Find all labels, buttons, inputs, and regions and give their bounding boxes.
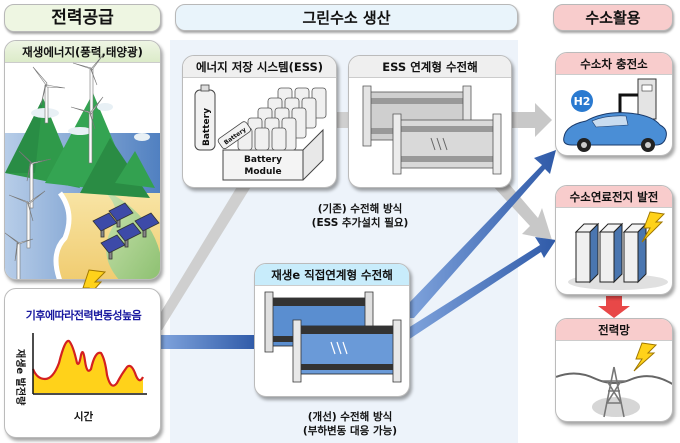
header-hydrogen-utilization: 수소활용 <box>553 4 673 31</box>
hydrogen-station-card: 수소차 충전소 H2 <box>555 52 673 156</box>
generation-line <box>31 339 144 387</box>
old-method-line-2: (ESS 추가설치 필요) <box>311 217 409 229</box>
gray-flow-supply-to-ess <box>150 185 252 330</box>
header-power-supply: 전력공급 <box>4 4 161 32</box>
blue-arrow-to-fuelcell <box>408 237 556 340</box>
gray-flow-ess-to-electrolysis <box>335 112 351 128</box>
battery-module-label: Battery <box>244 155 282 165</box>
battery-label: Battery <box>202 108 212 146</box>
red-arrow-fuelcell-to-grid <box>598 296 630 318</box>
ess-card: 에너지 저장 시스템(ESS) Battery Module Battery B… <box>182 55 337 188</box>
blue-arrow-to-station <box>408 150 556 318</box>
power-variability-card: 기후에따라전력변동성높음 재생e 발전량 시간 <box>4 288 161 438</box>
new-method-line-1: (개선) 수전해 방식 <box>307 411 393 423</box>
gray-arrow-to-station <box>510 103 552 137</box>
generation-fluctuation-chart <box>31 333 147 395</box>
battery-module-illustration: Battery Module Battery Battery <box>194 84 327 181</box>
lightning-bolt-icon <box>633 342 658 372</box>
renewable-energy-title: 재생에너지(풍력,태양광) <box>5 41 160 63</box>
direct-linked-electrolysis-title: 재생e 직접연계형 수전해 <box>255 264 409 286</box>
electrolyzer-stack-blue-icon <box>264 291 402 383</box>
svg-text:Module: Module <box>244 167 281 177</box>
gray-arrow-to-fuelcell <box>492 178 552 240</box>
direct-linked-electrolysis-card: 재생e 직접연계형 수전해 <box>254 263 410 397</box>
ess-linked-electrolysis-card: ESS 연계형 수전해 <box>348 55 512 188</box>
h2-badge-icon <box>571 90 593 112</box>
mountain <box>115 151 155 188</box>
electrolyzer-stack-gray-icon <box>362 85 502 175</box>
hydrogen-car-charging-icon: H2 <box>563 78 667 152</box>
old-method-line-1: (기존) 수전해 방식 <box>317 203 403 215</box>
ess-linked-electrolysis-title: ESS 연계형 수전해 <box>349 56 511 78</box>
generation-area <box>33 340 143 393</box>
ess-card-title: 에너지 저장 시스템(ESS) <box>183 56 336 78</box>
power-grid-card: 전력망 <box>555 318 673 422</box>
renewable-landscape-illustration <box>5 54 160 279</box>
chart-x-axis-label: 시간 <box>73 411 94 423</box>
variability-title: 기후에따라전력변동성높음 <box>25 309 142 322</box>
renewable-energy-card: 재생에너지(풍력,태양광) <box>4 40 161 280</box>
svg-text:H2: H2 <box>574 95 591 108</box>
transmission-tower-icon <box>556 342 672 418</box>
new-method-line-2: (부하변동 대응 가능) <box>302 425 398 437</box>
solar-panel-icon <box>92 202 160 260</box>
header-green-hydrogen-production: 그린수소 생산 <box>175 4 518 31</box>
lightning-bolt-icon <box>641 211 666 243</box>
fuel-cell-stack-icon <box>568 211 668 290</box>
power-grid-title: 전력망 <box>556 319 672 341</box>
new-method-caption: (개선) 수전해 방식 (부하변동 대응 가능) <box>250 410 450 438</box>
old-method-caption: (기존) 수전해 방식 (ESS 추가설치 필요) <box>270 202 450 230</box>
hydrogen-station-title: 수소차 충전소 <box>556 53 672 75</box>
blue-flow-supply-to-direct <box>161 335 256 349</box>
wind-turbine-icon <box>5 54 104 279</box>
fuel-cell-power-title: 수소연료전지 발전 <box>556 186 672 208</box>
fuel-cell-power-card: 수소연료전지 발전 <box>555 185 673 295</box>
chart-y-axis-label: 재생e 발전량 <box>14 349 25 406</box>
